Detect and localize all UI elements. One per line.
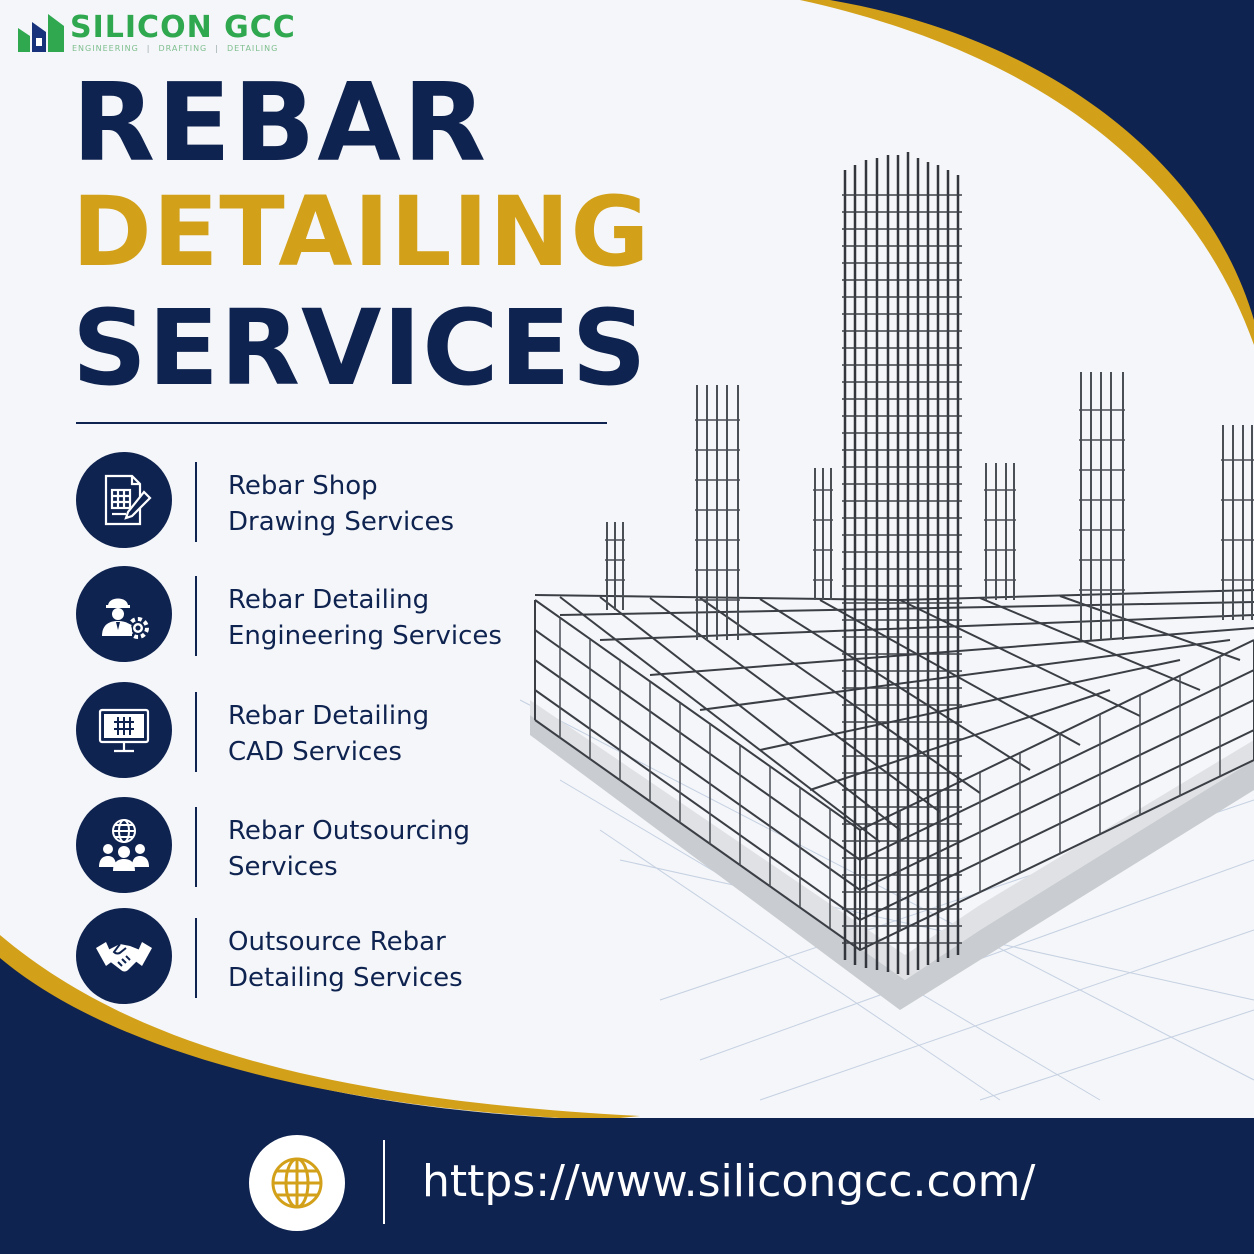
service-label-line-2: CAD Services [228, 737, 402, 767]
service-item-engineering[interactable]: Rebar Detailing Engineering Services [76, 566, 596, 664]
globe-icon[interactable] [249, 1135, 345, 1231]
tagline-separator: | [215, 44, 219, 53]
service-label-line-2: Detailing Services [228, 963, 463, 993]
tagline-detailing: DETAILING [226, 44, 279, 53]
headline-line-3: SERVICES [72, 287, 648, 409]
headline-divider [76, 422, 607, 424]
logo-mark-icon [18, 14, 64, 52]
service-divider [195, 807, 197, 887]
website-link[interactable]: https://www.silicongcc.com/ [422, 1156, 1036, 1207]
service-item-shop-drawing[interactable]: Rebar Shop Drawing Services [76, 452, 596, 550]
service-divider [195, 918, 197, 998]
service-label: Rebar Shop Drawing Services [228, 468, 454, 540]
service-label: Rebar Detailing CAD Services [228, 698, 429, 770]
brand-logo[interactable]: SILICON GCC ENGINEERING | DRAFTING | DET… [16, 10, 316, 56]
shop-drawing-icon [76, 452, 172, 548]
handshake-icon [76, 908, 172, 1004]
service-label: Rebar Detailing Engineering Services [228, 582, 502, 654]
service-label-line-1: Rebar Shop [228, 471, 378, 501]
service-label-line-2: Services [228, 852, 338, 882]
service-divider [195, 576, 197, 656]
tagline-separator: | [146, 44, 151, 53]
service-label-line-1: Rebar Detailing [228, 585, 430, 615]
globe-team-icon [76, 797, 172, 893]
service-divider [195, 462, 197, 542]
service-label: Rebar Outsourcing Services [228, 813, 470, 885]
service-divider [195, 692, 197, 772]
service-label-line-2: Drawing Services [228, 507, 455, 537]
brand-name: SILICON GCC [70, 10, 296, 45]
tagline-drafting: DRAFTING [158, 44, 208, 53]
service-item-outsource-detailing[interactable]: Outsource Rebar Detailing Services [76, 908, 596, 1006]
service-label-line-1: Outsource Rebar [228, 927, 446, 957]
service-label-line-1: Rebar Detailing [228, 701, 430, 731]
service-item-cad[interactable]: Rebar Detailing CAD Services [76, 682, 596, 780]
headline-line-2: DETAILING [72, 176, 651, 288]
service-item-outsourcing[interactable]: Rebar Outsourcing Services [76, 797, 596, 895]
service-label: Outsource Rebar Detailing Services [228, 924, 463, 996]
brand-tagline: ENGINEERING | DRAFTING | DETAILING [72, 44, 278, 53]
cad-monitor-icon [76, 682, 172, 778]
service-label-line-2: Engineering Services [228, 621, 502, 651]
headline-line-1: REBAR [72, 61, 489, 186]
engineer-gear-icon [76, 566, 172, 662]
footer-divider [383, 1140, 385, 1224]
service-label-line-1: Rebar Outsourcing [228, 816, 470, 846]
tagline-engineering: ENGINEERING [72, 44, 139, 53]
